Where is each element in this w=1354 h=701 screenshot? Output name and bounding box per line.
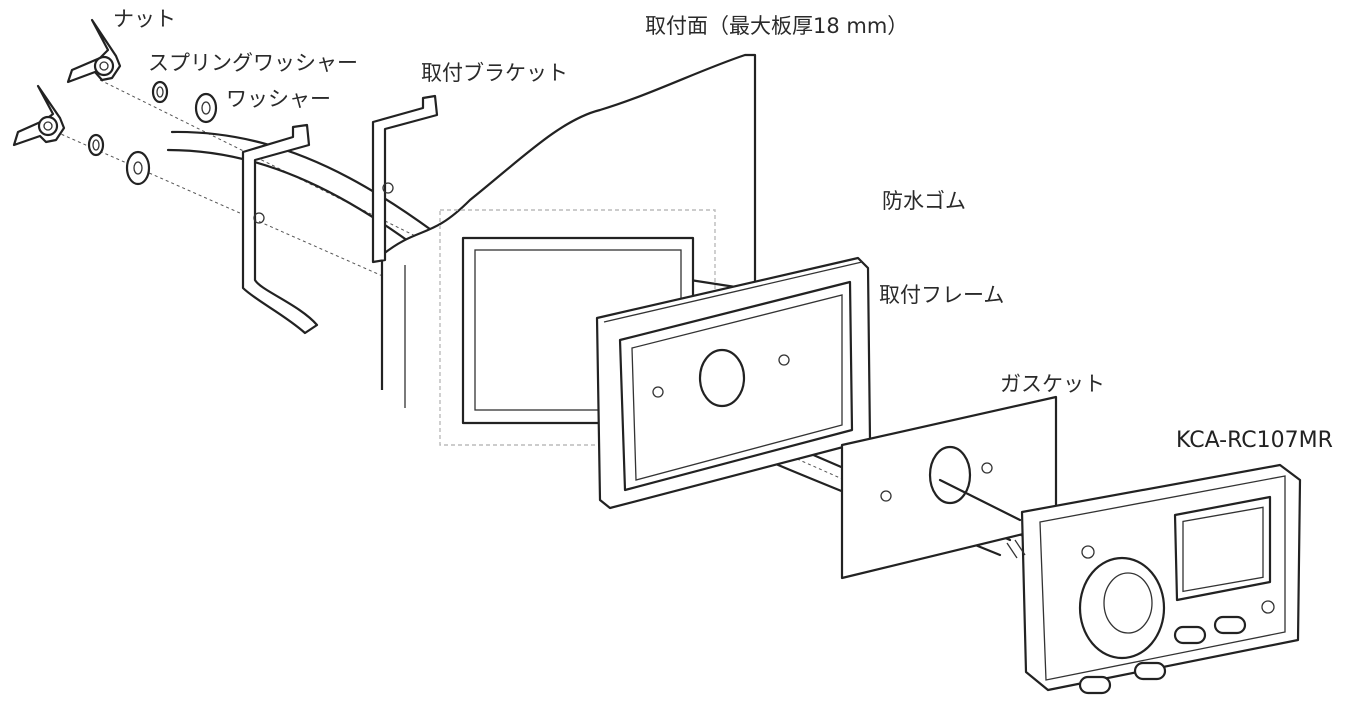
mounting-frame bbox=[595, 256, 872, 510]
label-nut: ナット bbox=[113, 7, 176, 31]
label-model: KCA-RC107MR bbox=[1176, 428, 1333, 453]
brackets bbox=[241, 94, 439, 335]
label-gasket: ガスケット bbox=[1000, 372, 1105, 396]
label-bracket: 取付ブラケット bbox=[421, 61, 568, 85]
remote-unit bbox=[1006, 463, 1302, 695]
cable-segment bbox=[938, 478, 1022, 522]
label-mounting-surface: 取付面（最大板厚18 mm） bbox=[645, 14, 909, 38]
label-washer: ワッシャー bbox=[226, 87, 331, 111]
label-waterproof-rubber: 防水ゴム bbox=[882, 189, 966, 213]
hardware bbox=[12, 18, 218, 186]
label-spring-washer: スプリングワッシャー bbox=[148, 51, 358, 75]
label-mounting-frame: 取付フレーム bbox=[879, 283, 1005, 307]
